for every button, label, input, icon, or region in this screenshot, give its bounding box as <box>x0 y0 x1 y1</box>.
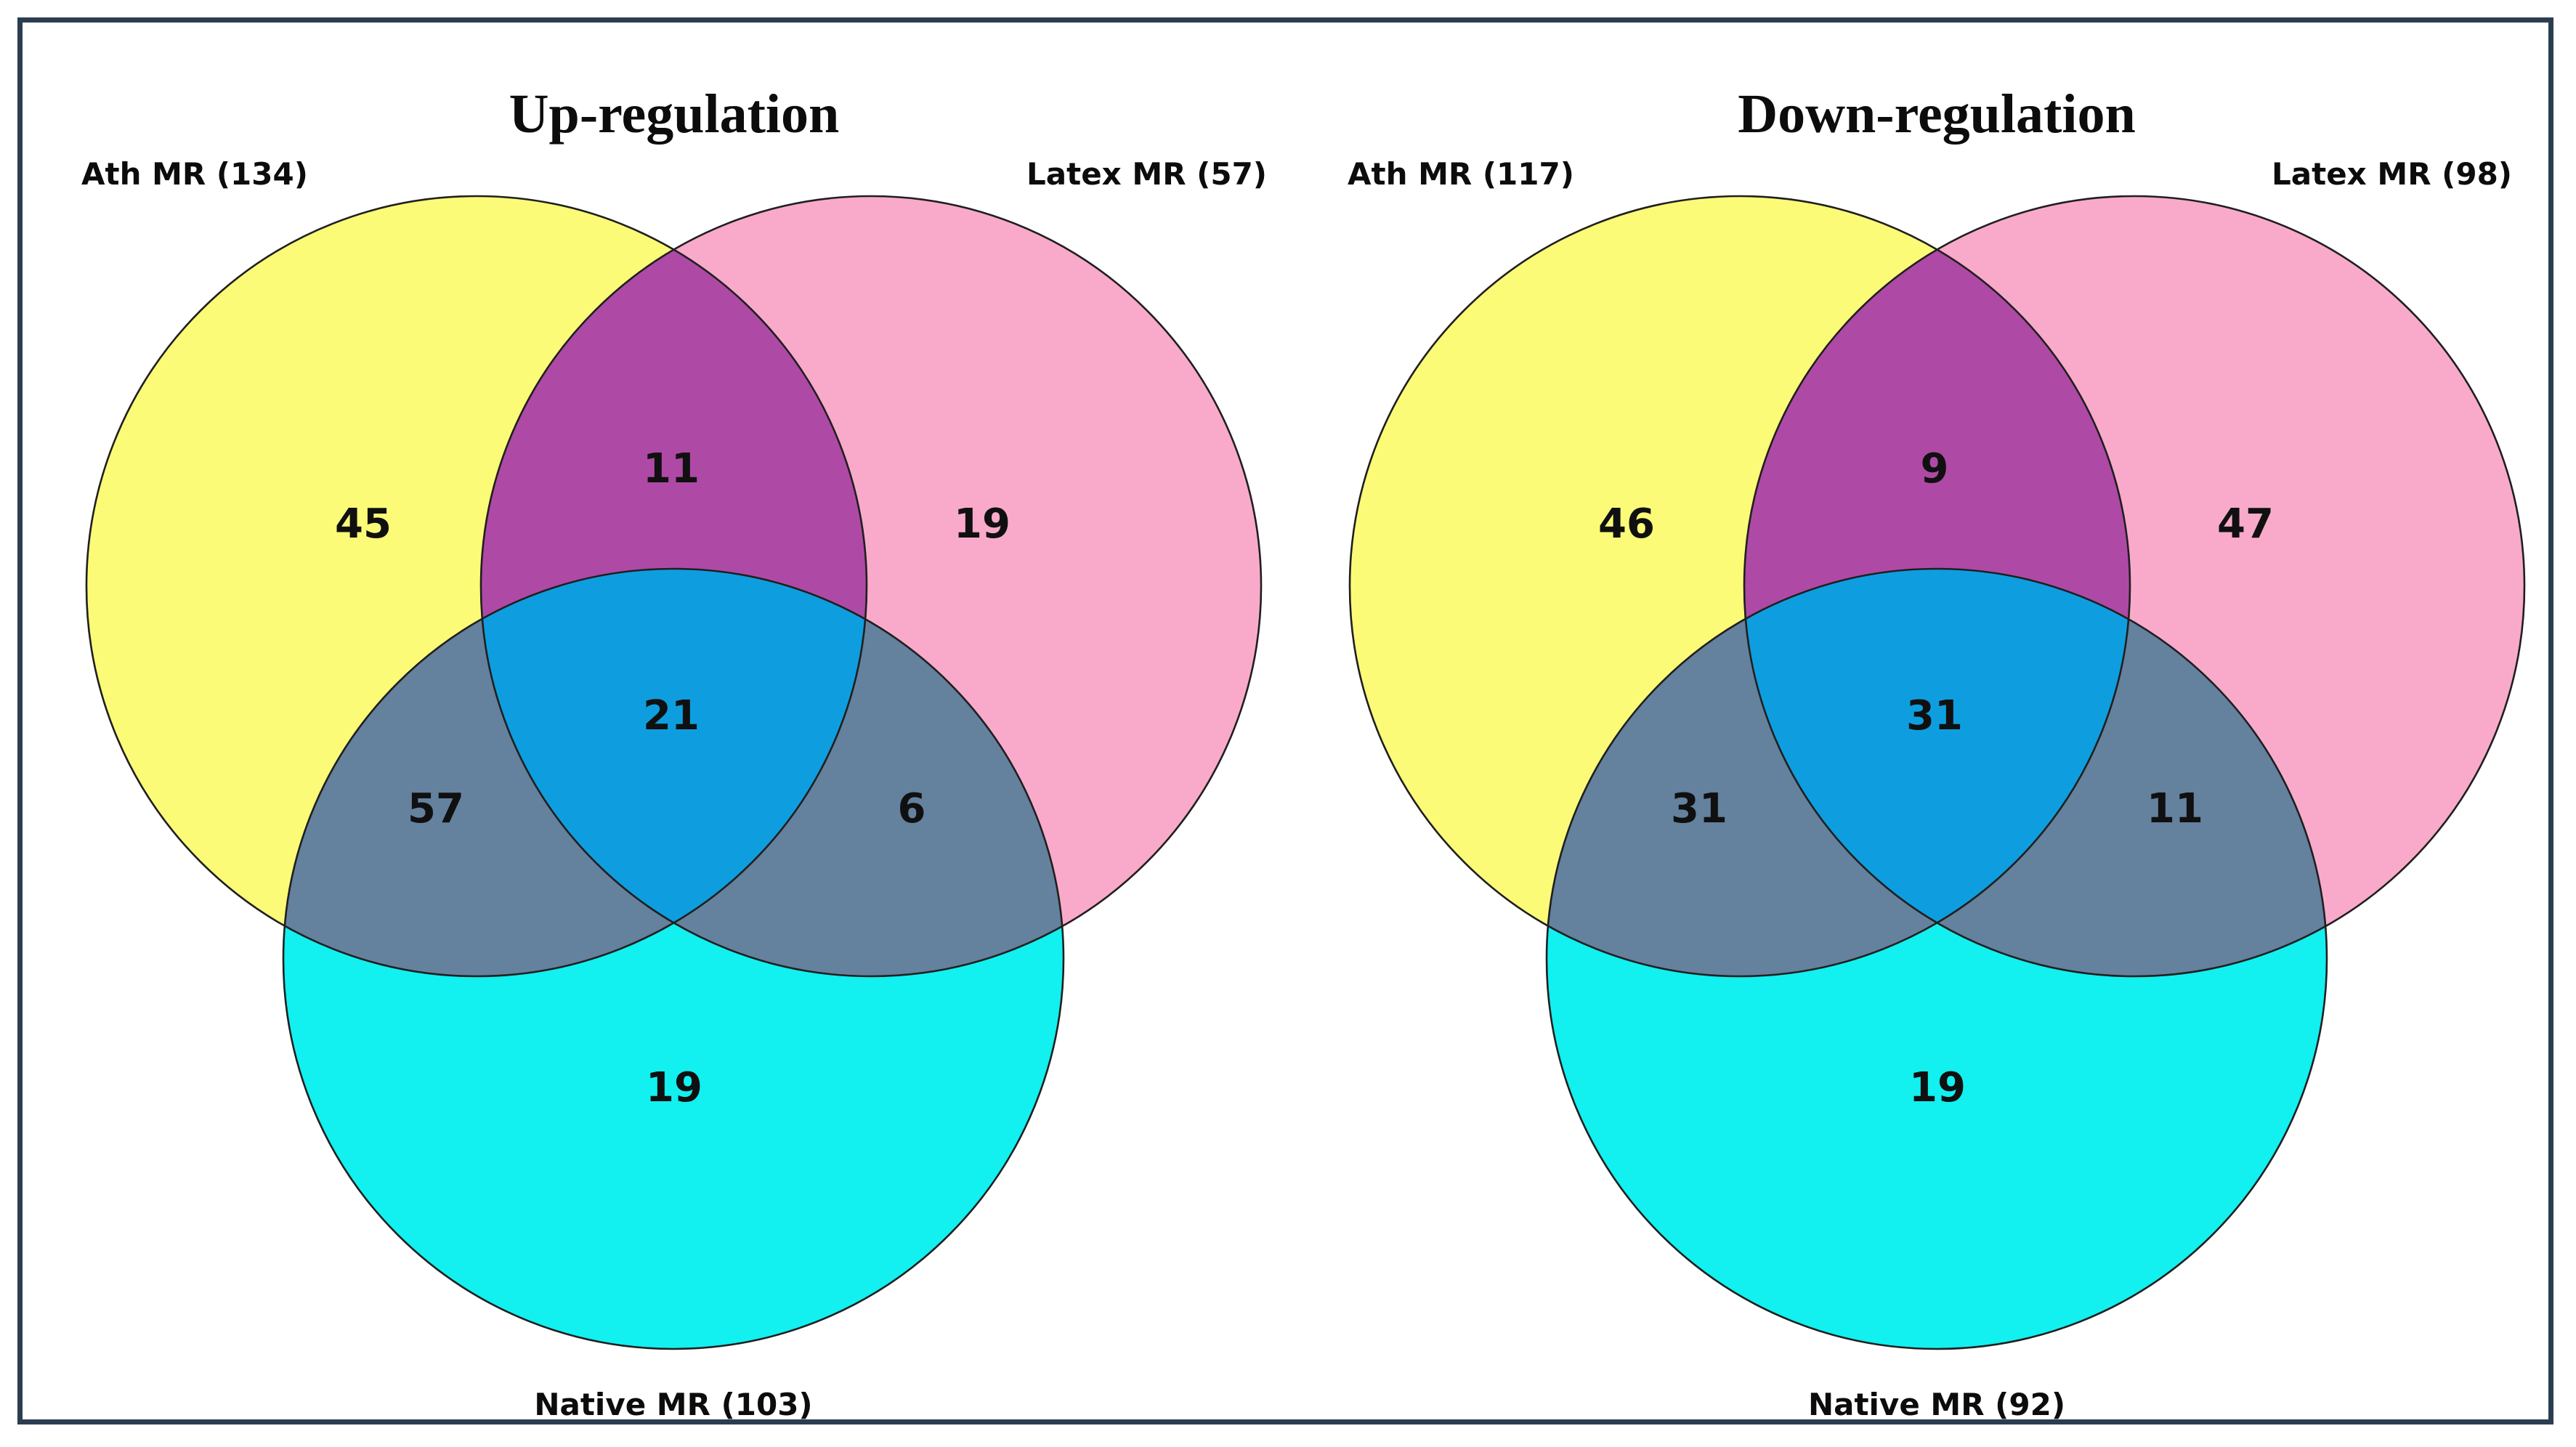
native-circle-outline <box>1545 567 2328 1350</box>
count-triple: 31 <box>1906 692 1963 739</box>
count-ath-native: 31 <box>1671 785 1728 832</box>
count-latex-native: 6 <box>898 785 926 832</box>
latex-set-label: Latex MR (98) <box>2272 156 2512 192</box>
ath-set-label: Ath MR (134) <box>81 156 308 192</box>
count-latex-only: 47 <box>2217 500 2274 548</box>
count-ath-only: 46 <box>1598 500 1655 548</box>
venn-panel-down-regulation: Down-regulation Ath MR (117) Latex MR (9… <box>1348 84 2526 1422</box>
count-ath-only: 45 <box>335 500 392 548</box>
ath-circle-outline <box>1348 195 2131 978</box>
latex-set-label: Latex MR (57) <box>1026 156 1267 192</box>
native-set-label: Native MR (103) <box>534 1387 812 1422</box>
count-native-only: 19 <box>1909 1064 1966 1111</box>
venn-panel-up-regulation: Up-regulation Ath MR (134) Latex MR (57)… <box>81 84 1267 1422</box>
count-native-only: 19 <box>646 1064 702 1111</box>
panel-title: Down-regulation <box>1738 84 2136 145</box>
native-set-label: Native MR (92) <box>1808 1387 2065 1422</box>
ath-set-label: Ath MR (117) <box>1348 156 1574 192</box>
count-latex-native: 11 <box>2147 785 2203 832</box>
count-latex-only: 19 <box>954 500 1010 548</box>
count-triple: 21 <box>643 692 700 739</box>
ath-circle-outline <box>85 195 868 978</box>
count-ath-native: 57 <box>408 785 464 832</box>
count-ath-latex: 11 <box>643 445 700 493</box>
latex-circle-outline <box>479 195 1263 978</box>
count-ath-latex: 9 <box>1921 445 1949 493</box>
latex-circle-outline <box>1743 195 2526 978</box>
panel-title: Up-regulation <box>509 84 840 145</box>
native-circle-outline <box>282 567 1065 1350</box>
